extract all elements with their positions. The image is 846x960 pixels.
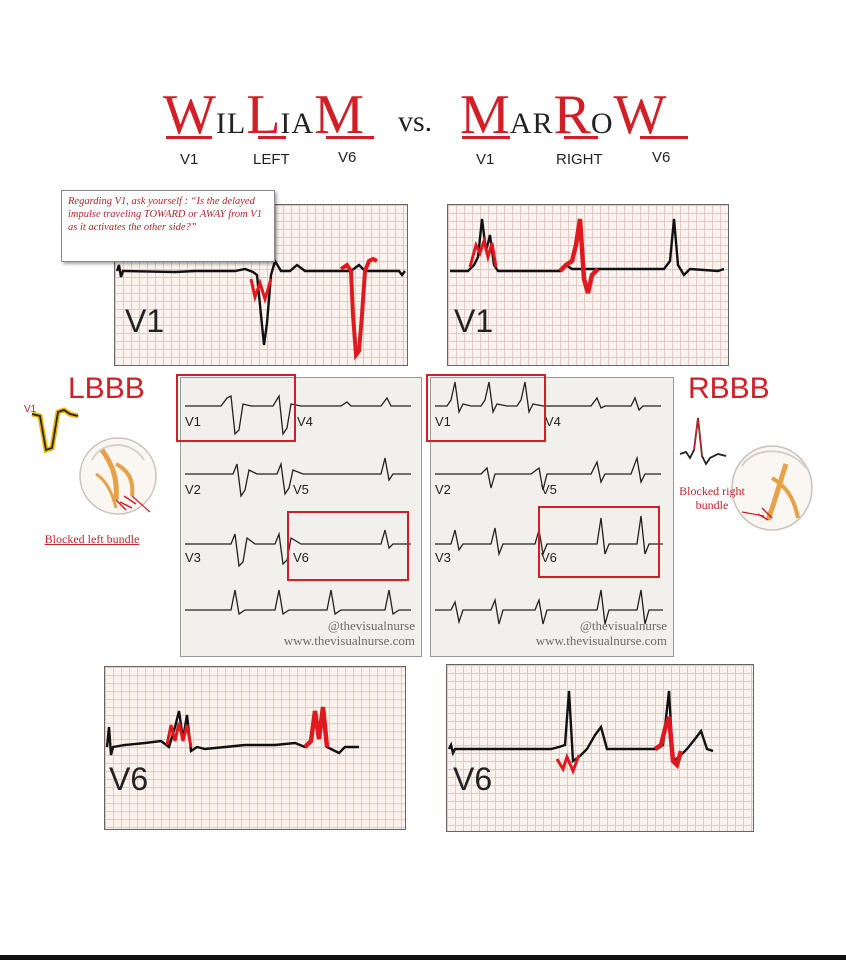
highlight-v1-lbbb [176,374,296,442]
lead-label: V6 [293,550,309,565]
heart-left-icon [79,437,157,515]
ecg-trace-v6-rbbb [447,690,714,776]
lead-label: V1 [435,414,451,429]
ecg-trace-v1-lbbb [115,256,406,361]
highlight-v1-rbbb [426,374,546,442]
watermark-url: www.thevisualnurse.com [283,633,415,648]
strip-v6-lbbb: V6 [104,666,406,830]
title-letter: W [613,84,667,146]
lead-label: V1 [125,303,165,339]
title-letter: M [460,84,510,146]
strip-v6-rbbb: V6 [446,664,754,832]
lead-label: V2 [435,482,451,497]
underline [564,136,598,139]
sublabel-right: RIGHT [556,151,603,168]
sublabel-v6: V6 [338,149,357,166]
lead-label: V6 [541,550,557,565]
lead-label: V3 [435,550,451,565]
bottom-divider [0,955,846,960]
ecg-traces-lbbb [185,393,411,616]
lead-label: V6 [453,761,493,797]
highlight-v6-rbbb [538,506,660,578]
underline [640,136,688,139]
lead-label: V6 [109,761,149,797]
watermark-handle: @thevisualnurse [579,618,667,633]
watermark-url: www.thevisualnurse.com [535,633,667,648]
title-letters: IL [215,107,247,140]
lead-label: V4 [545,414,561,429]
rbbb-heading: RBBB [688,372,770,405]
title-william: WILLIAM [163,84,364,146]
title-marrow: MARROW [460,84,666,146]
ecg-traces-rbbb [435,381,663,625]
ecg-12lead-lbbb: V1 V2 V3 V4 V5 V6 @thevisualnurse www.th… [180,377,422,657]
title-letter: M [314,84,364,146]
highlight-v6-lbbb [287,511,409,581]
lbbb-heading: LBBB [68,372,145,405]
ecg-trace-v6-lbbb [105,706,359,756]
watermark-handle: @thevisualnurse [327,618,415,633]
lead-label: V1 [454,303,494,339]
lbbb-mini-trace [31,407,79,454]
title-letters: AR [509,107,554,140]
lead-label: V5 [293,482,309,497]
title-letter: L [246,84,281,146]
title-letter: R [553,84,591,146]
sublabel-v1: V1 [180,151,199,168]
underline [166,136,212,139]
underline [258,136,286,139]
sublabel-left: LEFT [253,151,290,168]
sublabel-v6: V6 [652,149,671,166]
title-letter: W [163,84,216,146]
lead-label: V2 [185,482,201,497]
title-vs: vs. [398,105,433,138]
blocked-right-caption: Blocked right bundle [679,484,745,512]
lead-label: V3 [185,550,201,565]
title: WILLIAM MARROW [0,84,846,146]
ecg-12lead-rbbb: V1 V2 V3 V4 V5 V6 @thevisualnurse www.th… [430,377,674,657]
underline [326,136,374,139]
heart-right-icon [731,445,813,531]
blocked-left-caption: Blocked left bundle [44,532,140,546]
lead-label: V1 [185,414,201,429]
sublabel-v1: V1 [476,151,495,168]
small-lead-label: V1 [24,404,37,415]
note-box: Regarding V1, ask yourself : “Is the del… [61,190,275,262]
strip-v1-rbbb: V1 [447,204,729,366]
lead-label: V4 [297,414,313,429]
underline [462,136,510,139]
title-letters: O [590,107,614,140]
lead-label: V5 [541,482,557,497]
title-letters: IA [280,107,315,140]
rbbb-mini-trace [679,417,727,466]
ecg-trace-v1-rbbb [450,218,725,294]
